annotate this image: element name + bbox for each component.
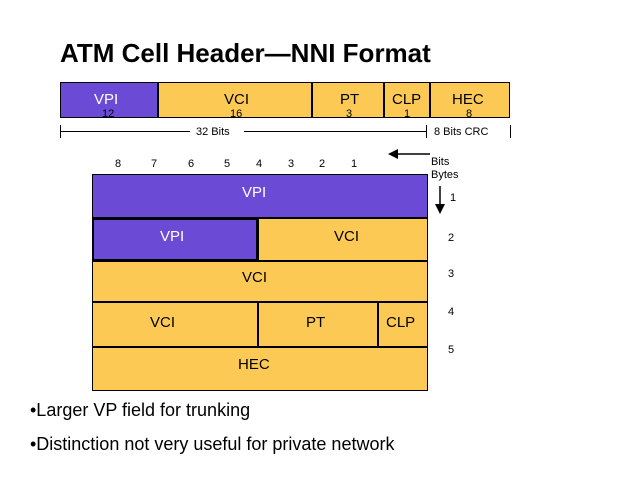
- field-hec-label: HEC: [452, 91, 484, 108]
- byte2-vci-label: VCI: [334, 228, 360, 245]
- byte-number-2: 2: [448, 232, 455, 244]
- bit-number-6: 6: [188, 158, 195, 170]
- bullet-trunking: •Larger VP field for trunking: [30, 400, 251, 420]
- field-pt: [312, 82, 384, 118]
- span-crc-tick: [510, 125, 511, 138]
- page-title: ATM Cell Header—NNI Format: [60, 38, 431, 68]
- field-vci: [158, 82, 312, 118]
- field-clp-bits: 1: [404, 108, 411, 120]
- bit-number-8: 8: [115, 158, 122, 170]
- byte3-vci-cell: [92, 261, 428, 302]
- byte-number-1: 1: [450, 192, 457, 204]
- byte4-clp-cell: [378, 302, 428, 347]
- field-vpi: [60, 82, 158, 118]
- bit-number-2: 2: [319, 158, 326, 170]
- field-pt-bits: 3: [346, 108, 353, 120]
- field-hec: [430, 82, 510, 118]
- byte4-vci-cell: [92, 302, 258, 347]
- byte-number-4: 4: [448, 306, 455, 318]
- axis-label-bytes: Bytes: [431, 169, 459, 181]
- bullet-private-network: •Distinction not very useful for private…: [30, 434, 395, 454]
- span-32-label: 32 Bits: [196, 126, 230, 138]
- byte2-vpi-cell: [92, 218, 258, 261]
- field-clp-label: CLP: [392, 91, 422, 108]
- byte2-vci-cell: [258, 218, 428, 261]
- byte5-hec-label: HEC: [238, 356, 270, 373]
- byte3-vci-label: VCI: [242, 269, 268, 286]
- field-vci-label: VCI: [224, 91, 250, 108]
- byte-number-3: 3: [448, 268, 455, 280]
- byte1-vpi-label: VPI: [242, 184, 267, 201]
- byte4-vci-label: VCI: [150, 314, 176, 331]
- bit-number-7: 7: [151, 158, 158, 170]
- field-hec-bits: 8: [466, 108, 473, 120]
- bit-number-1: 1: [351, 158, 358, 170]
- field-vpi-bits: 12: [102, 108, 115, 120]
- bytes-direction-arrow-icon: [435, 186, 445, 214]
- bits-direction-arrow-icon: [388, 149, 430, 159]
- byte4-pt-cell: [258, 302, 378, 347]
- bit-number-3: 3: [288, 158, 295, 170]
- byte2-vpi-label: VPI: [160, 228, 185, 245]
- byte-number-5: 5: [448, 344, 455, 356]
- byte1-vpi-cell: [92, 174, 428, 218]
- bit-number-5: 5: [224, 158, 231, 170]
- byte4-clp-label: CLP: [386, 314, 416, 331]
- field-pt-label: PT: [340, 91, 360, 108]
- byte4-pt-label: PT: [306, 314, 326, 331]
- field-vpi-label: VPI: [94, 91, 119, 108]
- field-clp: [384, 82, 430, 118]
- bit-number-4: 4: [256, 158, 263, 170]
- byte5-hec-cell: [92, 347, 428, 391]
- field-vci-bits: 16: [230, 108, 243, 120]
- span-crc-label: 8 Bits CRC: [434, 126, 489, 138]
- axis-label-bits: Bits: [431, 156, 450, 168]
